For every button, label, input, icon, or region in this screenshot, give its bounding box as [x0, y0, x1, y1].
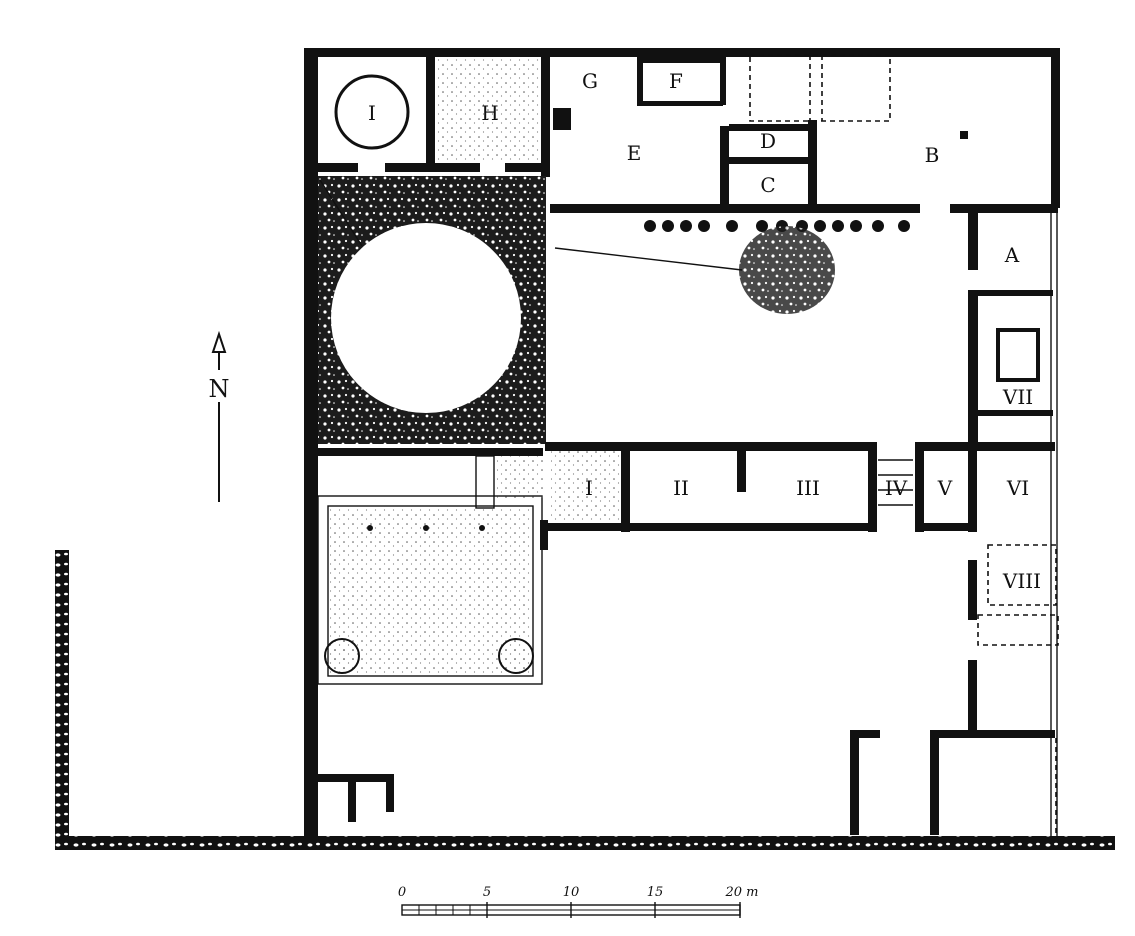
bath-column-left — [324, 638, 360, 674]
scale-tick-10: 10 — [563, 885, 580, 900]
wall-iii-iv — [868, 442, 877, 532]
sw-room-pillar-1 — [348, 782, 356, 822]
wall-iv-v — [915, 442, 924, 532]
label-room-d: D — [760, 129, 776, 153]
label-room-vi: VI — [1006, 476, 1029, 500]
room-lower-i-floor — [551, 451, 621, 523]
middle-band-south — [545, 523, 870, 531]
south-wall — [55, 836, 1115, 850]
cistern-room-i — [334, 74, 410, 150]
room-b-west — [808, 120, 817, 205]
courtyard-rubble — [739, 226, 835, 314]
wall-ii-iii — [737, 442, 746, 492]
label-room-f: F — [669, 69, 683, 93]
label-room-h: H — [481, 101, 498, 125]
label-room-c: C — [760, 173, 775, 197]
room-h-floor — [436, 58, 540, 162]
label-room-i-upper: I — [368, 101, 376, 125]
se-gate-west — [850, 730, 859, 835]
label-room-v: V — [937, 476, 953, 500]
scale-tick-15: 15 — [647, 885, 664, 900]
wall-i-ii — [621, 442, 630, 532]
room-b-porch — [749, 54, 891, 122]
room-h-e-divider — [541, 57, 550, 177]
west-outer-wall — [55, 550, 69, 850]
label-room-g: G — [582, 69, 598, 93]
portico-wall — [550, 204, 920, 213]
bath-column-right — [498, 638, 534, 674]
se-dashed-room — [977, 614, 1059, 646]
se-room-south — [935, 730, 1055, 738]
room-c-north — [729, 157, 811, 164]
room-b-pillar — [960, 131, 968, 139]
bath-dot-1 — [367, 525, 373, 531]
room-d-north — [729, 124, 811, 131]
middle-band-north — [545, 442, 870, 451]
sw-room-pillar-2 — [386, 782, 394, 812]
se-wall-1 — [968, 560, 977, 620]
room-viii-dashed — [987, 544, 1057, 606]
room-iv-steps — [878, 459, 913, 506]
label-room-ii: II — [673, 476, 689, 500]
room-f-east — [720, 57, 726, 105]
room-i-h-south-wall-c — [505, 163, 550, 172]
label-room-a: A — [1004, 243, 1020, 267]
room-i-h-divider — [426, 57, 435, 167]
room-f-south — [637, 101, 723, 106]
room-i-h-south-wall-b — [385, 163, 480, 172]
room-a-west-lower — [968, 290, 978, 450]
portico-wall-east — [950, 204, 1058, 213]
label-room-b: B — [925, 143, 940, 167]
room-d-west — [720, 126, 729, 206]
room-i-h-south-wall-a — [318, 163, 358, 172]
scale-tick-0: 0 — [398, 885, 406, 900]
room-a-west — [968, 210, 978, 270]
room-vii-fixture — [996, 328, 1040, 382]
bath-channel — [475, 455, 495, 509]
bath-dot-3 — [479, 525, 485, 531]
middle-band-south-east — [915, 523, 970, 531]
north-arrow — [208, 330, 230, 502]
bath-floor — [330, 508, 530, 674]
room-a-south — [978, 290, 1053, 296]
bath-outer — [317, 495, 543, 685]
west-wall — [304, 48, 318, 838]
bath-inner — [327, 505, 534, 677]
label-room-viii: VIII — [1002, 569, 1041, 593]
middle-band-north-east — [915, 442, 1055, 451]
courtyard-line — [554, 247, 743, 271]
north-wall — [304, 48, 1060, 57]
sw-room-north — [318, 774, 394, 782]
east-wall-lower — [1050, 207, 1058, 839]
se-room-west — [930, 730, 939, 835]
label-room-vii: VII — [1002, 385, 1033, 409]
scale-tick-5: 5 — [483, 885, 491, 900]
se-gate-north — [850, 730, 880, 738]
scale-tick-20: 20 m — [724, 885, 758, 900]
east-wall-upper — [1051, 48, 1060, 208]
room-f-north — [637, 57, 723, 63]
bath-dot-2 — [423, 525, 429, 531]
wall-v-vi — [968, 442, 977, 532]
room-f-west — [637, 57, 643, 105]
room-vii-south — [978, 410, 1053, 416]
label-room-lower-i: I — [585, 476, 593, 500]
label-room-e: E — [627, 141, 642, 165]
se-wall-2 — [968, 660, 977, 730]
north-label: N — [209, 375, 230, 403]
garden-circle — [331, 223, 521, 413]
label-room-iv: IV — [885, 476, 908, 500]
bath-top-wall — [318, 448, 543, 456]
garden-channel — [319, 179, 363, 247]
label-room-iii: III — [796, 476, 820, 500]
bath-east-wall — [540, 520, 548, 550]
room-e-basin — [553, 108, 571, 130]
bath-side-room — [497, 456, 543, 498]
scale-bar — [401, 902, 741, 918]
